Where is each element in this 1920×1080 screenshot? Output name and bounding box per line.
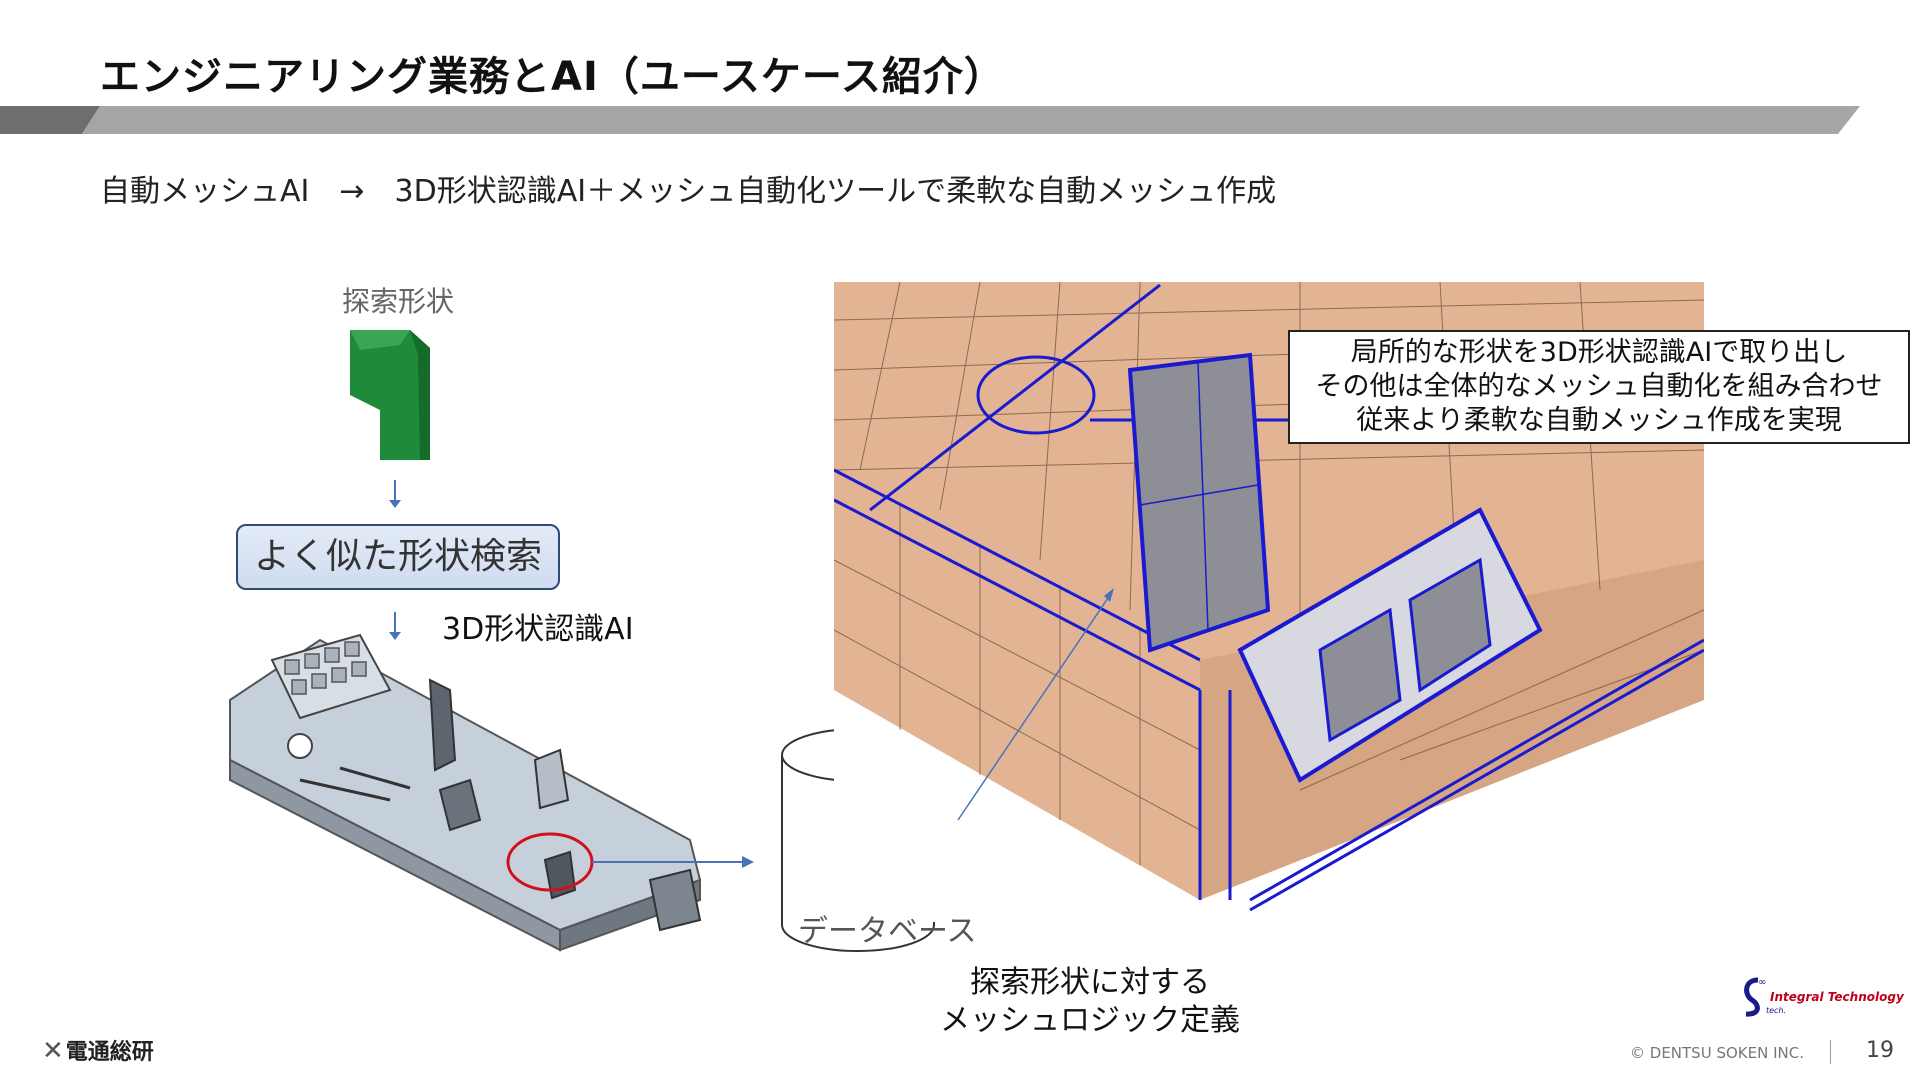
copyright: © DENTSU SOKEN INC. bbox=[1630, 1044, 1804, 1062]
partner-logo-sub: tech. bbox=[1766, 1006, 1786, 1015]
svg-text:∞: ∞ bbox=[1758, 977, 1766, 988]
callout-box: 局所的な形状を3D形状認識AIで取り出し その他は全体的なメッシュ自動化を組み合… bbox=[1288, 330, 1910, 444]
search-shape-label: 探索形状 bbox=[342, 280, 454, 320]
database-label: データベース bbox=[798, 906, 977, 950]
company-name: 電通総研 bbox=[66, 1040, 154, 1065]
callout-line-1: 局所的な形状を3D形状認識AIで取り出し bbox=[1290, 336, 1908, 370]
company-mark-icon: ✕ bbox=[42, 1036, 64, 1066]
ai-label: 3D形状認識AI bbox=[442, 604, 634, 648]
partner-logo-text: Integral Technology bbox=[1770, 990, 1904, 1004]
callout-line-3: 従来より柔軟な自動メッシュ作成を実現 bbox=[1290, 404, 1908, 438]
mesh-fin bbox=[1130, 355, 1268, 650]
company-logo: ✕電通総研 bbox=[42, 1034, 154, 1066]
mesh-logic-line-1: 探索形状に対する bbox=[940, 964, 1240, 1002]
footer-divider bbox=[1830, 1040, 1831, 1064]
flow-arrow-down-1 bbox=[389, 480, 401, 508]
mesh-logic-line-2: メッシュロジック定義 bbox=[940, 1002, 1240, 1040]
flow-arrow-down-2 bbox=[389, 612, 401, 640]
callout-line-2: その他は全体的なメッシュ自動化を組み合わせ bbox=[1290, 370, 1908, 404]
similar-shape-search-box: よく似た形状検索 bbox=[236, 524, 560, 590]
search-shape-model bbox=[350, 330, 430, 460]
page-number: 19 bbox=[1866, 1038, 1894, 1063]
part-model bbox=[230, 635, 700, 950]
partner-logo-icon: ∞ bbox=[1746, 977, 1766, 1014]
mesh-logic-label: 探索形状に対する メッシュロジック定義 bbox=[940, 964, 1240, 1040]
